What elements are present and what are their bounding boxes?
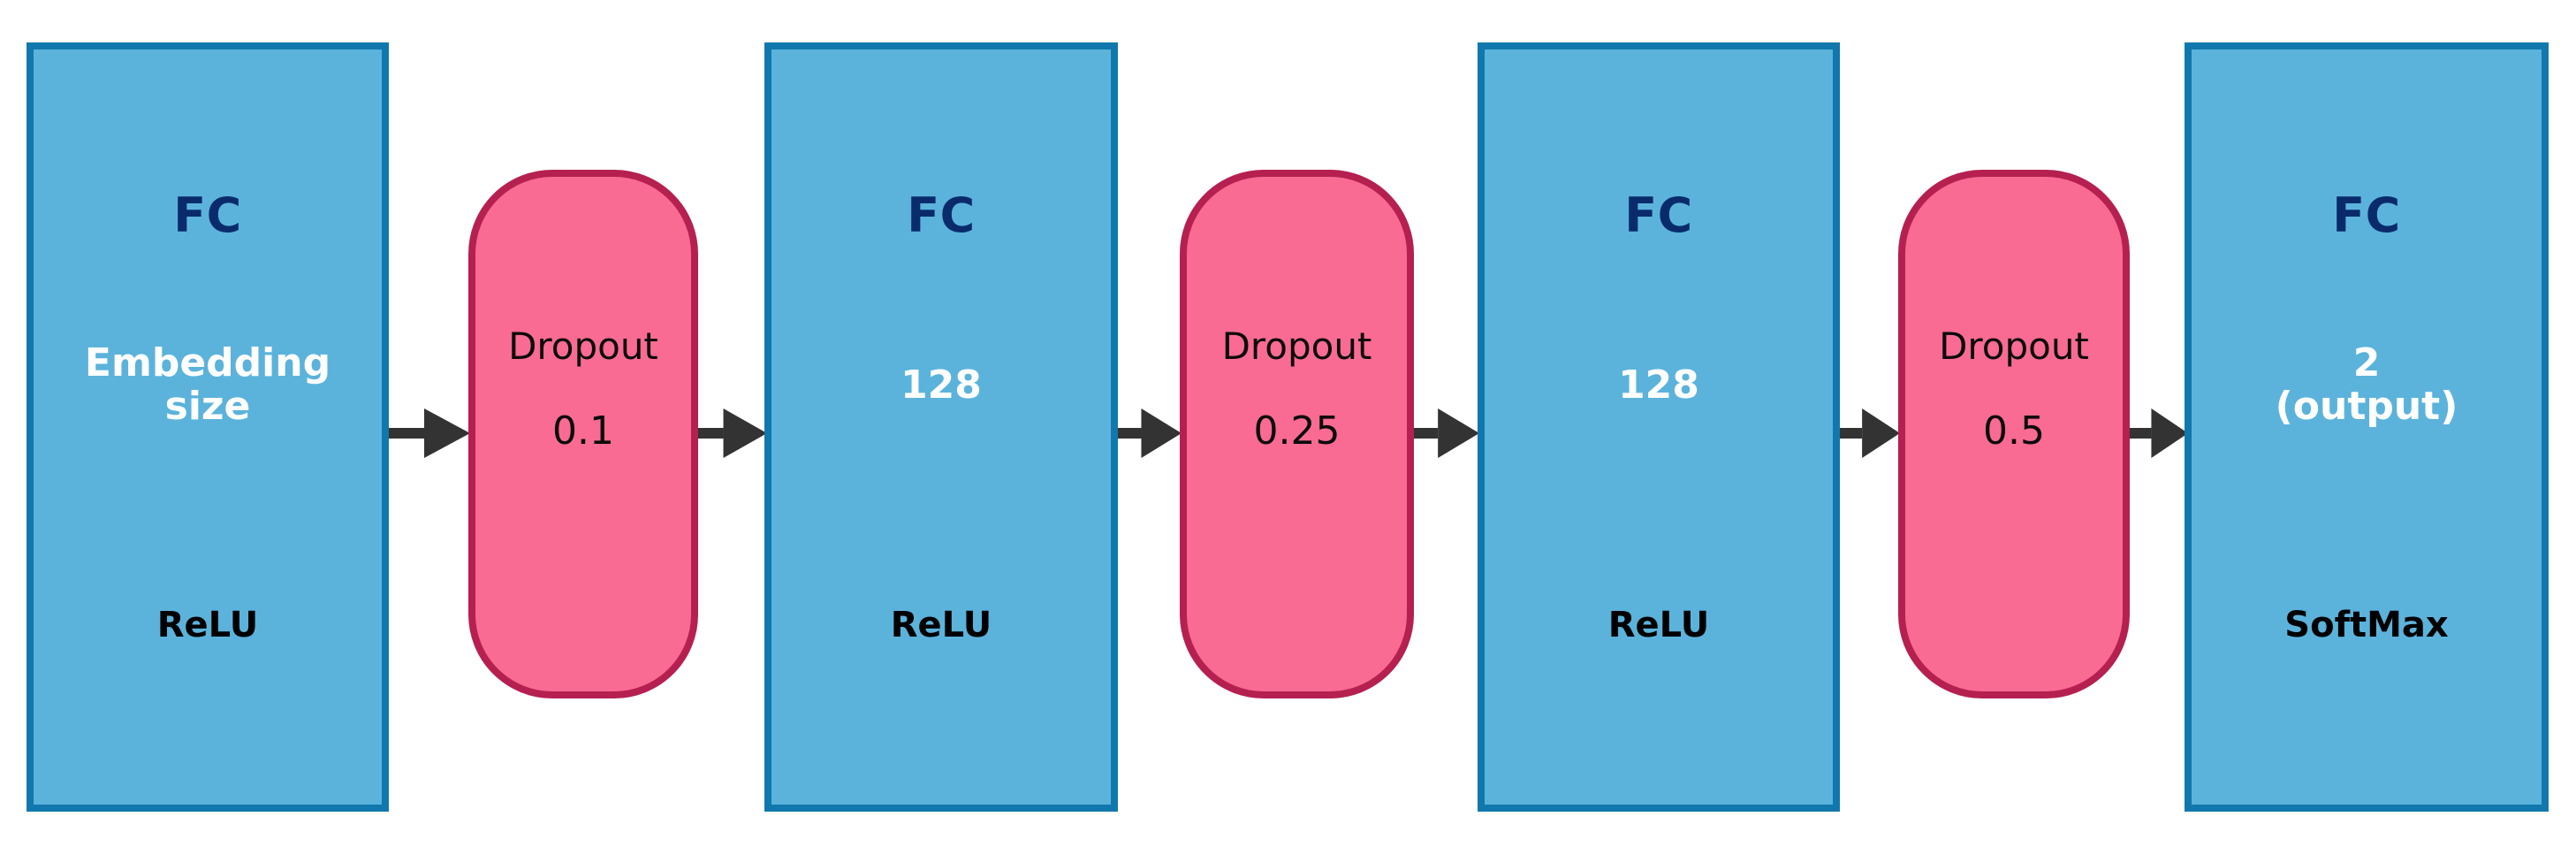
dropout-layer-pill[interactable]: Dropout 0.5 <box>1898 170 2130 698</box>
fc-layer-size: 128 <box>771 362 1111 408</box>
fc-layer-size-line: 2 <box>2352 340 2381 385</box>
fc-layer-block[interactable]: FC 2(output) SoftMax <box>2185 42 2549 812</box>
fc-layer-size-line: Embedding <box>84 340 331 385</box>
fc-activation-label: ReLU <box>156 605 259 645</box>
dropout-label: Dropout <box>1939 324 2089 368</box>
fc-layer-size: 2(output) <box>2192 341 2542 429</box>
fc-layer-size-line: 128 <box>900 362 982 408</box>
fc-layer-title: FC <box>2332 187 2401 243</box>
dropout-label: Dropout <box>1221 324 1372 368</box>
fc-activation-label: ReLU <box>1607 605 1710 645</box>
dropout-rate-value: 0.1 <box>552 408 614 454</box>
fc-layer-size-line: size <box>164 384 251 430</box>
arrow-right-icon <box>389 402 470 464</box>
fc-layer-size-line: 128 <box>1618 362 1699 408</box>
arrow-right-icon <box>1118 402 1182 464</box>
dropout-rate-value: 0.25 <box>1253 408 1341 454</box>
fc-layer-size: 128 <box>1485 362 1833 408</box>
fc-layer-title: FC <box>907 187 976 243</box>
arrow-right-icon <box>1840 402 1900 464</box>
dropout-rate-value: 0.5 <box>1983 408 2045 454</box>
arrow-right-icon <box>2130 402 2188 464</box>
dropout-layer-pill[interactable]: Dropout 0.25 <box>1180 170 1414 698</box>
fc-layer-size-line: (output) <box>2275 384 2458 430</box>
arrow-right-icon <box>698 402 767 464</box>
fc-activation-label: ReLU <box>890 605 992 645</box>
fc-activation-label: SoftMax <box>2284 605 2449 645</box>
dropout-layer-pill[interactable]: Dropout 0.1 <box>468 170 698 698</box>
fc-layer-title: FC <box>1624 187 1693 243</box>
dropout-label: Dropout <box>508 324 658 368</box>
arrow-right-icon <box>1414 402 1479 464</box>
fc-layer-title: FC <box>173 187 242 243</box>
